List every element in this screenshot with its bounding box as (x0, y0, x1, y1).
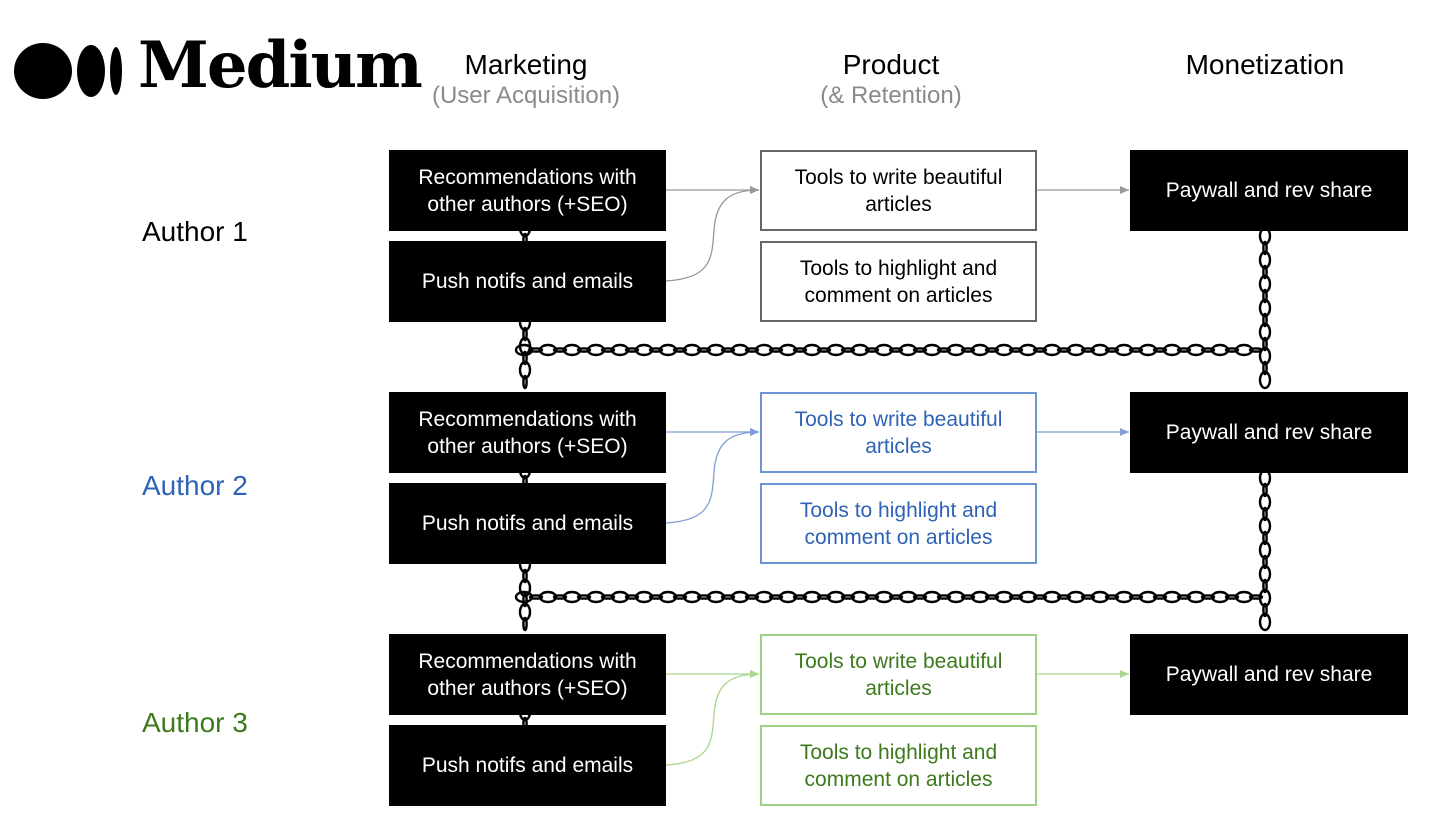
column-header-marketing: Marketing (User Acquisition) (376, 48, 676, 110)
column-subtitle: (User Acquisition) (431, 82, 621, 109)
push-notifs-box: Push notifs and emails (389, 241, 666, 322)
push-notifs-box: Push notifs and emails (389, 725, 666, 806)
chain-link-icon (1258, 468, 1272, 632)
recommendations-box: Recommendations with other authors (+SEO… (389, 634, 666, 715)
column-header-product: Product (& Retention) (741, 48, 1041, 110)
paywall-box: Paywall and rev share (1130, 392, 1408, 473)
recommendations-box: Recommendations with other authors (+SEO… (389, 150, 666, 231)
write-tools-box: Tools to write beautiful articles (760, 150, 1037, 231)
author-3-label: Author 3 (142, 707, 248, 738)
author-1-label: Author 1 (142, 216, 248, 247)
column-header-monetization: Monetization (1115, 48, 1415, 82)
column-title: Marketing (464, 49, 588, 80)
write-tools-box: Tools to write beautiful articles (760, 634, 1037, 715)
medium-wordmark: Medium (138, 28, 423, 103)
chain-link-icon (514, 343, 1264, 357)
chain-link-icon (514, 590, 1264, 604)
column-subtitle: (& Retention) (820, 82, 962, 109)
medium-dots-icon (14, 43, 122, 99)
chain-link-icon (518, 554, 532, 632)
chain-link-icon (518, 312, 532, 390)
chain-link-icon (1258, 226, 1272, 390)
recommendations-box: Recommendations with other authors (+SEO… (389, 392, 666, 473)
write-tools-box: Tools to write beautiful articles (760, 392, 1037, 473)
highlight-tools-box: Tools to highlight and comment on articl… (760, 725, 1037, 806)
column-title: Product (842, 49, 940, 80)
highlight-tools-box: Tools to highlight and comment on articl… (760, 483, 1037, 564)
author-2-label: Author 2 (142, 470, 248, 501)
column-title: Monetization (1185, 49, 1345, 80)
paywall-box: Paywall and rev share (1130, 150, 1408, 231)
push-notifs-box: Push notifs and emails (389, 483, 666, 564)
highlight-tools-box: Tools to highlight and comment on articl… (760, 241, 1037, 322)
paywall-box: Paywall and rev share (1130, 634, 1408, 715)
